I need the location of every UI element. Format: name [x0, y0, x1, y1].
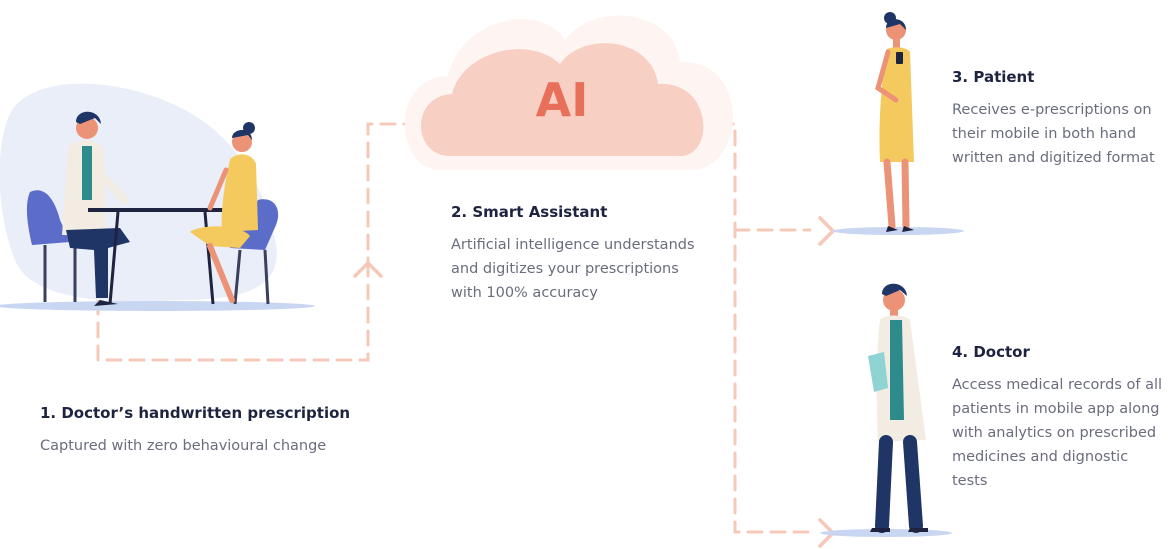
- doctor-illustration: [820, 283, 952, 537]
- patient-dress: [879, 47, 914, 162]
- step-3-description: Receives e-prescriptions on their mobile…: [952, 102, 1155, 166]
- chair-icon: [26, 190, 71, 245]
- step-4-description: Access medical records of all patients i…: [952, 377, 1163, 489]
- connector-1-to-2: [96, 270, 370, 362]
- right-arrow-icon: [818, 216, 835, 246]
- ai-label: AI: [536, 73, 589, 127]
- step-4: 4. Doctor Access medical records of all …: [952, 343, 1166, 493]
- step-1-title: 1. Doctor’s handwritten prescription: [40, 404, 351, 422]
- ai-cloud: AI: [404, 15, 734, 170]
- step-2-title: 2. Smart Assistant: [451, 203, 608, 221]
- step-1: 1. Doctor’s handwritten prescription Cap…: [40, 404, 380, 458]
- step-3-title: 3. Patient: [952, 68, 1035, 86]
- patient-dress: [221, 154, 258, 232]
- phone-icon: [896, 52, 903, 64]
- tablet-icon: [868, 352, 888, 392]
- step-4-title: 4. Doctor: [952, 343, 1030, 361]
- step-1-description: Captured with zero behavioural change: [40, 438, 327, 454]
- consultation-illustration: [0, 83, 315, 311]
- step-2: 2. Smart Assistant Artificial intelligen…: [451, 203, 713, 305]
- table-icon: [88, 208, 223, 212]
- patient-illustration: [832, 12, 964, 235]
- step-3: 3. Patient Receives e-prescriptions on t…: [952, 68, 1170, 170]
- up-arrow-icon: [353, 261, 383, 278]
- connector-cloud-down: [694, 122, 812, 534]
- step-2-description: Artificial intelligence understands and …: [451, 237, 695, 301]
